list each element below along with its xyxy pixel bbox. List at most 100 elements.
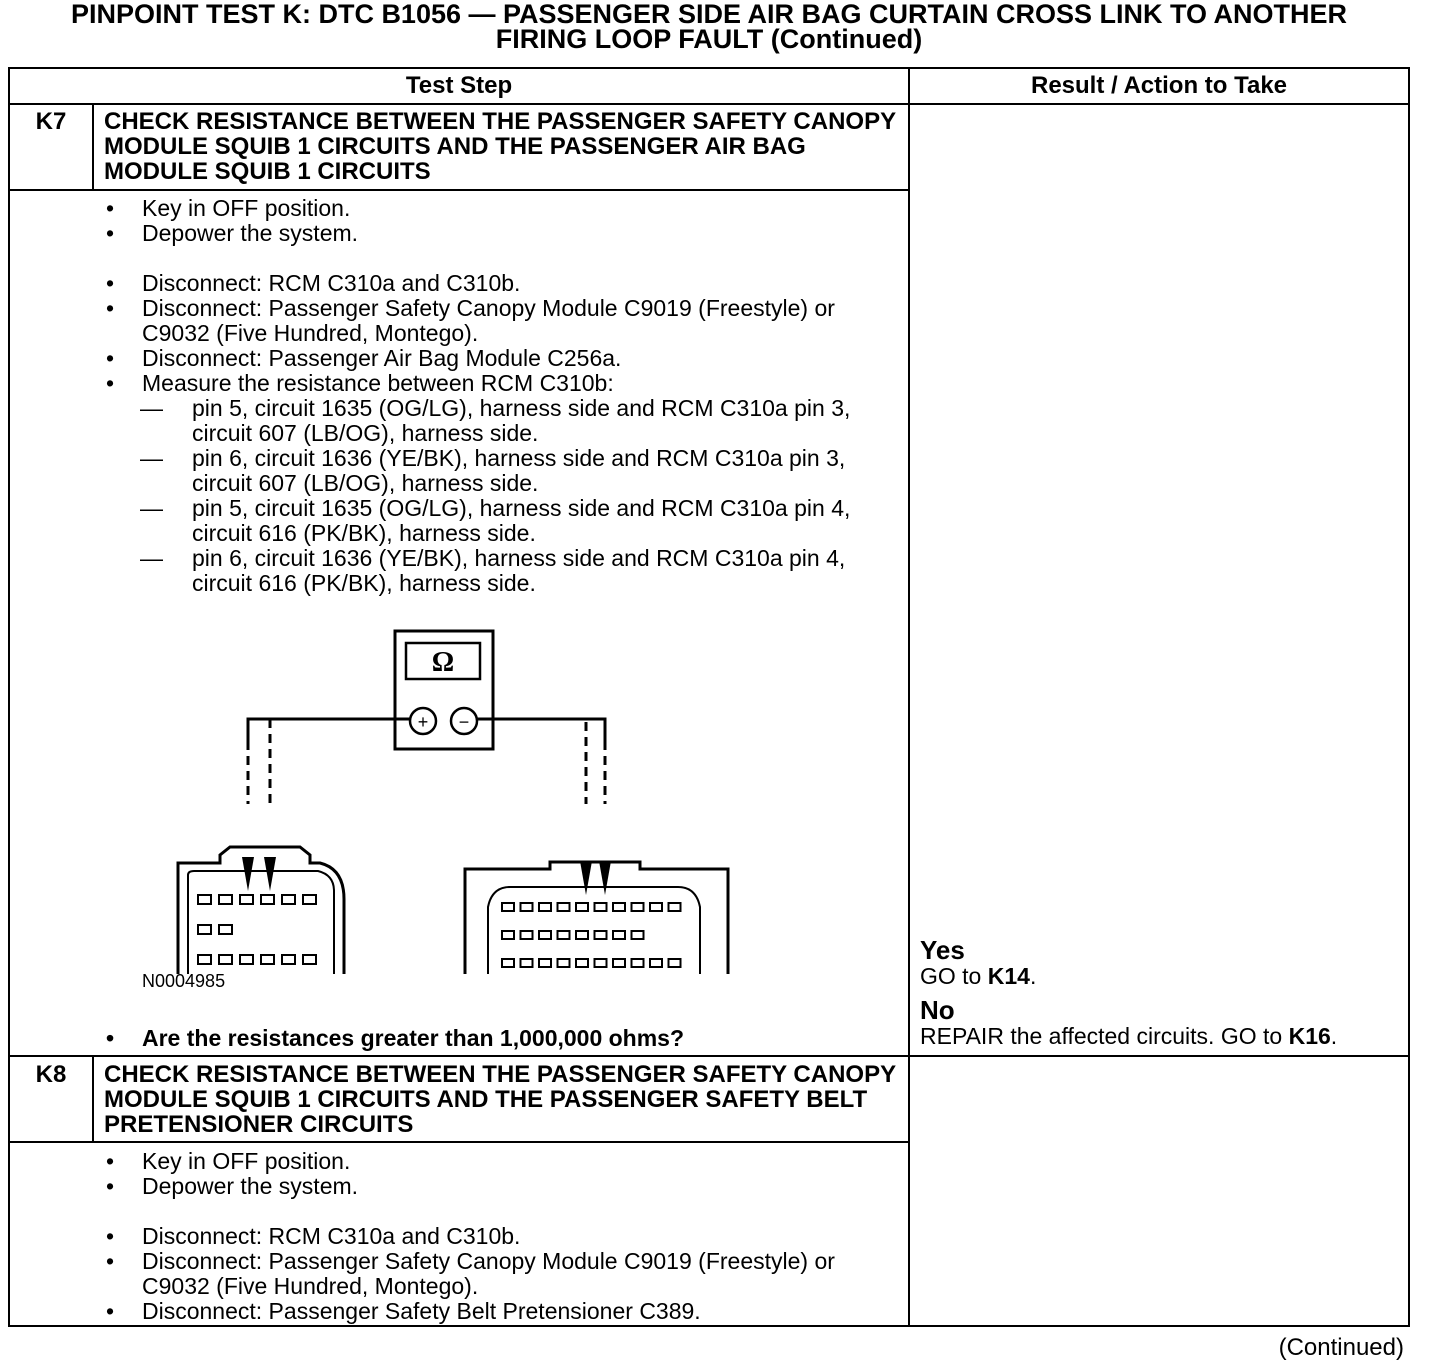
pin-cavity (630, 902, 645, 912)
k7-question-list: Are the resistances greater than 1,000,0… (10, 1026, 908, 1052)
pin-cavity (538, 958, 552, 968)
pin-cavity (519, 930, 534, 940)
pin-cavity (612, 930, 626, 940)
k7-step-id: K7 (35, 108, 67, 135)
pin-cavity (218, 924, 233, 935)
pin-cavity (501, 958, 515, 968)
pin-cavity (667, 958, 682, 968)
pin-cavity (612, 902, 626, 912)
probe-tip (580, 861, 592, 895)
connector-c310b (463, 860, 730, 974)
pin-cavity (501, 930, 515, 940)
ohm-symbol: Ω (432, 647, 454, 678)
pin-cavity (260, 894, 275, 905)
pin-cavity (667, 902, 682, 912)
positive-lead (246, 717, 410, 741)
pin-cavity (218, 894, 233, 905)
connector-c310a-inner (187, 870, 335, 974)
pin-cavity (649, 958, 663, 968)
pin-cavity (302, 894, 317, 905)
minus-sign: − (459, 712, 470, 732)
k8-step-id: K8 (35, 1061, 67, 1088)
k7-yes-action-text: GO to (920, 963, 988, 989)
header-result: Result / Action to Take (1030, 72, 1288, 99)
k7-yes-action: GO to K14. (920, 964, 1400, 989)
pin-cavity (556, 902, 571, 912)
list-item: Depower the system. (10, 1174, 908, 1200)
k7-result: Yes GO to K14. No REPAIR the affected ci… (920, 937, 1400, 1049)
pin-cavity (239, 954, 254, 965)
k7-title-divider (10, 189, 908, 191)
pin-cavity (197, 954, 212, 965)
pin-cavity (501, 902, 515, 912)
pin-cavity (538, 902, 552, 912)
pin-cavity (197, 894, 212, 905)
k7-question: Are the resistances greater than 1,000,0… (10, 1026, 908, 1052)
pin-cavity (649, 902, 663, 912)
ohmmeter (393, 629, 495, 751)
k7-k8-divider (10, 1055, 1408, 1057)
k7-yes-label: Yes (920, 935, 965, 965)
title-line-1: PINPOINT TEST K: DTC B1056 — PASSENGER S… (70, 0, 1348, 29)
k7-no-action-end: . (1330, 1023, 1338, 1049)
pin-cavity (556, 930, 571, 940)
probe-tip (242, 857, 254, 891)
pin-cavity (593, 958, 608, 968)
list-item: Key in OFF position. (10, 1149, 908, 1175)
k8-step-title: CHECK RESISTANCE BETWEEN THE PASSENGER S… (104, 1061, 896, 1138)
k7-id-divider (92, 103, 94, 189)
header-test-step: Test Step (405, 72, 513, 99)
pin-cavity (612, 958, 626, 968)
k7-yes-action-end: . (1029, 963, 1037, 989)
k7-no-action-ref: K16 (1288, 1023, 1331, 1049)
list-item: Disconnect: Passenger Air Bag Module C25… (10, 346, 908, 372)
list-item: Disconnect: RCM C310a and C310b. (10, 271, 908, 297)
resistance-measurement-diagram: Ω + − (176, 629, 730, 974)
list-item: Depower the system. (10, 221, 908, 247)
pin-cavity (630, 958, 645, 968)
probe-tip (264, 857, 276, 891)
list-item: Disconnect: Passenger Safety Canopy Modu… (10, 296, 908, 346)
header-divider (10, 103, 1408, 105)
list-item: Disconnect: Passenger Safety Belt Preten… (10, 1299, 908, 1325)
page-title: PINPOINT TEST K: DTC B1056 — PASSENGER S… (0, 0, 1418, 54)
k8-id-divider (92, 1055, 94, 1143)
k8-title-divider (10, 1141, 908, 1143)
list-item: Disconnect: Passenger Safety Canopy Modu… (10, 1249, 908, 1299)
title-line-2: FIRING LOOP FAULT (Continued) (495, 24, 923, 54)
list-subitem: pin 6, circuit 1636 (YE/BK), harness sid… (10, 546, 908, 596)
pin-cavity (197, 924, 212, 935)
connector-c310b-inner (487, 886, 701, 974)
k7-no-action-text: REPAIR the affected circuits. GO to (920, 1023, 1289, 1049)
probe-tip (599, 861, 611, 895)
connector-pins (197, 894, 682, 968)
column-divider (908, 69, 910, 1325)
plus-terminal (408, 706, 438, 736)
ohmmeter-display (404, 641, 482, 681)
k7-no-action: REPAIR the affected circuits. GO to K16. (920, 1024, 1400, 1049)
list-subitem: pin 5, circuit 1635 (OG/LG), harness sid… (10, 496, 908, 546)
pin-cavity (593, 902, 608, 912)
minus-terminal (449, 706, 479, 736)
pin-cavity (519, 902, 534, 912)
k8-step-list: Key in OFF position. Depower the system.… (10, 1149, 908, 1325)
list-item: Key in OFF position. (10, 196, 908, 222)
list-item: Disconnect: RCM C310a and C310b. (10, 1224, 908, 1250)
plus-sign: + (418, 712, 429, 732)
pin-cavity (302, 954, 317, 965)
pin-cavity (575, 958, 589, 968)
pin-cavity (630, 930, 645, 940)
list-subitem: pin 5, circuit 1635 (OG/LG), harness sid… (10, 396, 908, 446)
pin-cavity (260, 954, 275, 965)
k7-yes-action-ref: K14 (987, 963, 1030, 989)
list-item: Measure the resistance between RCM C310b… (10, 371, 908, 397)
k7-no-label: No (920, 995, 955, 1025)
k7-step-list: Key in OFF position. Depower the system.… (10, 196, 908, 596)
k7-step-title: CHECK RESISTANCE BETWEEN THE PASSENGER S… (104, 108, 896, 185)
pin-cavity (239, 894, 254, 905)
pin-cavity (556, 958, 571, 968)
pin-cavity (593, 930, 608, 940)
continued-note: (Continued) (1278, 1334, 1404, 1361)
pin-cavity (575, 930, 589, 940)
pin-cavity (281, 894, 296, 905)
